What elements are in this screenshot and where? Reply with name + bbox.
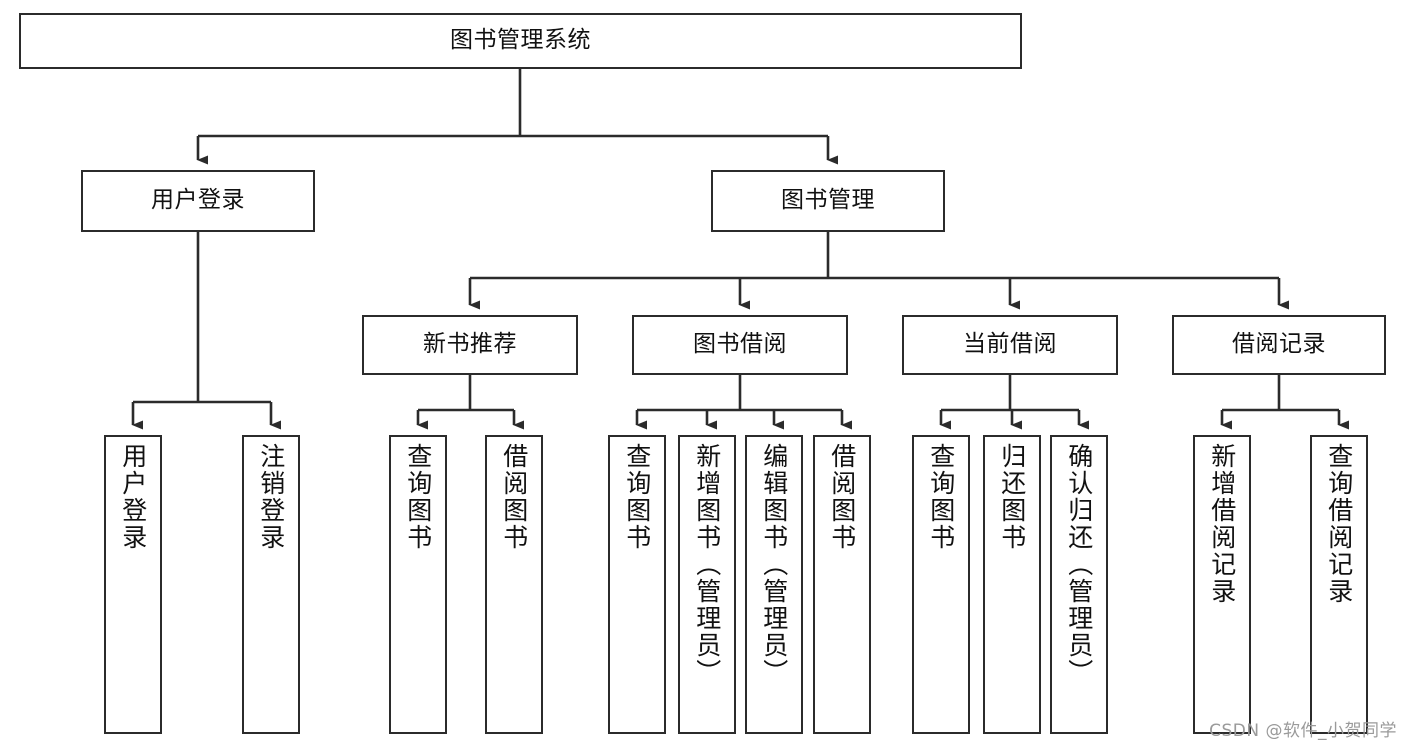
node-label: 借阅图书 [827, 443, 857, 551]
node-label: 注销登录 [256, 443, 286, 551]
node-label: 当前借阅 [963, 331, 1057, 358]
node-label: 借阅记录 [1232, 331, 1326, 358]
node-label: 查询图书 [403, 443, 433, 551]
node-label: 图书管理系统 [450, 27, 591, 54]
node-label: 新增借阅记录 [1207, 443, 1237, 605]
node-leaf-query-book-2[interactable]: 查询图书 [608, 435, 666, 734]
node-leaf-borrow-book-2[interactable]: 借阅图书 [813, 435, 871, 734]
node-label: 借阅图书 [499, 443, 529, 551]
node-label: 归还图书 [997, 443, 1027, 551]
node-leaf-user-login[interactable]: 用户登录 [104, 435, 162, 734]
edge-group-root [196, 69, 838, 165]
node-label: 用户登录 [151, 187, 245, 214]
node-label: 图书管理 [781, 187, 875, 214]
edge-group-book-manage [468, 232, 1289, 310]
node-leaf-confirm-return[interactable]: 确认归还（管理员） [1050, 435, 1108, 734]
edge-group-current-borrow [939, 375, 1089, 430]
node-leaf-add-book[interactable]: 新增图书（管理员） [678, 435, 736, 734]
node-user-login[interactable]: 用户登录 [81, 170, 315, 232]
node-leaf-borrow-book-1[interactable]: 借阅图书 [485, 435, 543, 734]
node-leaf-add-record[interactable]: 新增借阅记录 [1193, 435, 1251, 734]
node-label: 查询图书 [622, 443, 652, 551]
node-label: 新增图书（管理员） [692, 443, 722, 686]
csdn-watermark: CSDN @软件_小贺同学 [1209, 721, 1397, 741]
node-leaf-logout[interactable]: 注销登录 [242, 435, 300, 734]
node-leaf-query-record[interactable]: 查询借阅记录 [1310, 435, 1368, 734]
node-new-book-recommend[interactable]: 新书推荐 [362, 315, 578, 375]
edge-group-borrow-record [1220, 375, 1349, 430]
node-book-borrow[interactable]: 图书借阅 [632, 315, 848, 375]
node-label: 用户登录 [118, 443, 148, 551]
node-leaf-query-book-1[interactable]: 查询图书 [389, 435, 447, 734]
node-label: 查询图书 [926, 443, 956, 551]
node-book-manage[interactable]: 图书管理 [711, 170, 945, 232]
node-label: 编辑图书（管理员） [759, 443, 789, 686]
node-leaf-query-book-3[interactable]: 查询图书 [912, 435, 970, 734]
node-current-borrow[interactable]: 当前借阅 [902, 315, 1118, 375]
edge-group-user-login [131, 232, 281, 430]
node-leaf-edit-book[interactable]: 编辑图书（管理员） [745, 435, 803, 734]
node-label: 图书借阅 [693, 331, 787, 358]
node-label: 查询借阅记录 [1324, 443, 1354, 605]
node-leaf-return-book[interactable]: 归还图书 [983, 435, 1041, 734]
node-label: 新书推荐 [423, 331, 517, 358]
node-label: 确认归还（管理员） [1064, 443, 1094, 686]
edge-group-new-book-recommend [416, 375, 524, 430]
node-borrow-record[interactable]: 借阅记录 [1172, 315, 1386, 375]
edge-group-book-borrow [635, 375, 852, 430]
node-root-system[interactable]: 图书管理系统 [19, 13, 1022, 69]
